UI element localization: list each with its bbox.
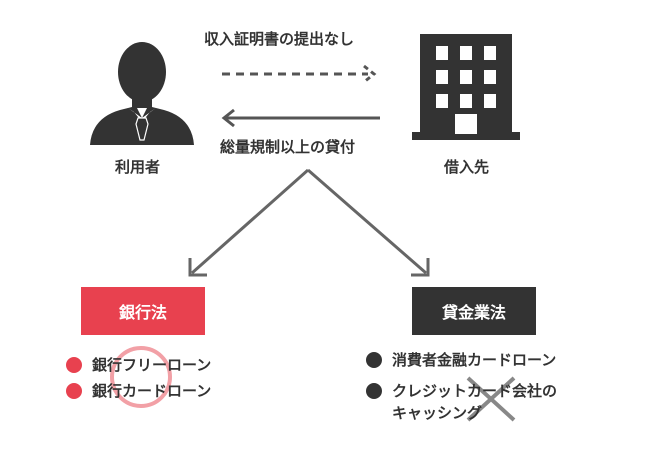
- money-lending-act-box: 貸金業法: [412, 287, 536, 335]
- dark-bullet-icon: [366, 351, 382, 368]
- solid-arrow-total-volume-regulation: [221, 108, 380, 128]
- no-income-proof-label: 収入証明書の提出なし: [204, 30, 355, 48]
- user-person-icon: [90, 42, 194, 145]
- total-volume-regulation-label: 総量規制以上の貸付: [220, 138, 356, 156]
- red-bullet-icon: [66, 356, 82, 373]
- branch-arrows: [188, 168, 430, 277]
- dashed-arrow-no-income-proof: [222, 64, 377, 84]
- banking-act-box: 銀行法: [81, 287, 205, 335]
- lender-building-icon: [412, 34, 520, 140]
- money-lending-item-text: キャッシング: [392, 404, 483, 422]
- approval-circle-mark: [110, 346, 172, 408]
- rejection-cross-mark: [466, 376, 516, 422]
- list-item: 銀行フリーローン: [66, 354, 211, 375]
- money-lending-act-title: 貸金業法: [441, 303, 506, 322]
- banking-item-text: 銀行フリーローン: [92, 356, 212, 374]
- list-item: 消費者金融カードローン: [366, 349, 556, 370]
- red-bullet-icon: [66, 382, 82, 399]
- list-item: クレジットカード会社の: [366, 380, 557, 401]
- money-lending-item-text: 消費者金融カードローン: [392, 351, 557, 369]
- user-label: 利用者: [115, 158, 161, 176]
- banking-item-text: 銀行カードローン: [92, 382, 212, 400]
- banking-act-title: 銀行法: [118, 303, 167, 322]
- lender-label: 借入先: [444, 158, 490, 176]
- dark-bullet-icon: [366, 382, 382, 399]
- money-lending-item-text: クレジットカード会社の: [392, 382, 558, 400]
- list-item-continuation: キャッシング: [392, 402, 482, 423]
- list-item: 銀行カードローン: [66, 380, 211, 401]
